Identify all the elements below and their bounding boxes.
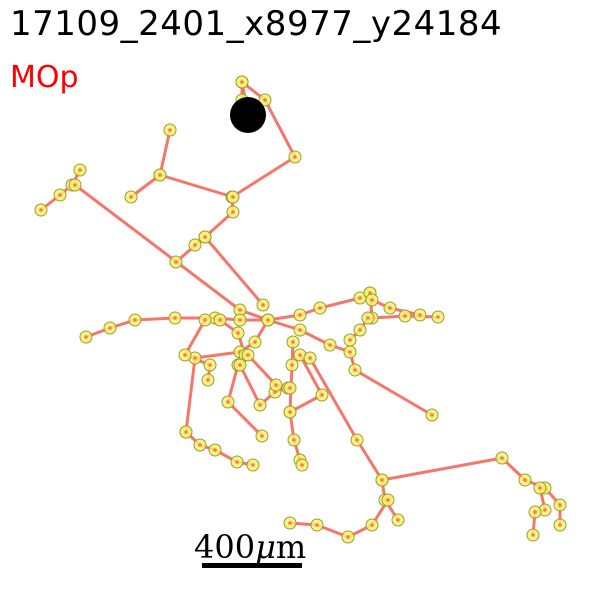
brain-region-label: MOp [10, 60, 79, 95]
neurite-node-center [84, 335, 88, 339]
neurite-node-center [133, 318, 137, 322]
neurite-branch [39, 168, 82, 212]
neurite-node-center [430, 413, 434, 417]
neurite-node-center [298, 313, 302, 317]
neurite-node-center [358, 296, 362, 300]
neurite-node-center [238, 308, 242, 312]
neurite-node-center [533, 510, 537, 514]
neurite-node-center [261, 303, 265, 307]
neurite-node-center [558, 523, 562, 527]
neurite-node-center [291, 340, 295, 344]
neurite-node-center [320, 393, 324, 397]
neurite-node-center [366, 316, 370, 320]
neurite-node-center [203, 235, 207, 239]
neurite-node-center [238, 318, 242, 322]
neurite-node-center [380, 478, 384, 482]
neurite-node-center [158, 173, 162, 177]
neurite-node-center [78, 168, 82, 172]
neurite-node-center [253, 340, 257, 344]
neurite-node-center [173, 316, 177, 320]
neurite-node-center [318, 306, 322, 310]
neurite-node-center [353, 368, 357, 372]
neurite-node-center [290, 363, 294, 367]
neurite-branch [158, 128, 235, 199]
neurite-node-center [418, 313, 422, 317]
neurite-node-center [531, 533, 535, 537]
neurite-node-center [198, 443, 202, 447]
neurite-node-center [263, 98, 267, 102]
scale-bar-label: 400μm [194, 528, 307, 566]
neurite-branch [203, 235, 265, 307]
cell-title: 17109_2401_x8977_y24184 [10, 4, 503, 44]
neurite-node-center [436, 315, 440, 319]
neurite-node-center [129, 195, 133, 199]
neurite-node-center [213, 448, 217, 452]
neurite-node-center [293, 155, 297, 159]
neurite-node-center [266, 318, 270, 322]
neurite-node-center [193, 243, 197, 247]
neurite-node-center [370, 523, 374, 527]
neurite-node-center [235, 460, 239, 464]
neurite-node-center [292, 438, 296, 442]
neurite-node-center [73, 183, 77, 187]
neurite-branch [238, 363, 290, 407]
neurite-node-center [39, 208, 43, 212]
neurite-node-center [258, 403, 262, 407]
neurite-node-center [543, 508, 547, 512]
neurite-node-center [58, 193, 62, 197]
neurite-node-center [538, 486, 542, 490]
neurite-node-center [218, 318, 222, 322]
neurite-node-center [260, 434, 264, 438]
neurite-branch [73, 183, 270, 322]
neurite-node-center [315, 523, 319, 527]
neurite-node-center [168, 128, 172, 132]
neurite-node-center [388, 306, 392, 310]
neurite-node-center [348, 350, 352, 354]
scale-bar [202, 563, 302, 568]
neurite-node-center [523, 478, 527, 482]
neurite-node-center [346, 535, 350, 539]
neurite-node-center [288, 410, 292, 414]
neurite-node-center [246, 353, 250, 357]
neurite-node-center [288, 521, 292, 525]
neurite-node-center [403, 314, 407, 318]
neurite-branch [246, 353, 292, 390]
neurite-node-center [206, 378, 210, 382]
neurite-node-center [226, 400, 230, 404]
neurite-node-center [238, 363, 242, 367]
neurite-node-center [193, 356, 197, 360]
neurite-node-center [348, 338, 352, 342]
neurite-node-center [208, 363, 212, 367]
soma [230, 97, 266, 133]
neurite-node-center [231, 210, 235, 214]
neurite-node-center [298, 328, 302, 332]
neurite-nodes [34, 75, 567, 544]
neurite-node-center [174, 260, 178, 264]
neurite-node-center [358, 328, 362, 332]
neurite-node-center [370, 298, 374, 302]
neurite-node-center [236, 331, 240, 335]
neurite-node-center [355, 438, 359, 442]
neurite-node-center [396, 518, 400, 522]
neurite-node-center [558, 503, 562, 507]
neurite-node-center [274, 383, 278, 387]
neurite-node-center [308, 356, 312, 360]
neurite-node-center [300, 463, 304, 467]
neurite-node-center [240, 80, 244, 84]
neurite-node-center [183, 353, 187, 357]
neurite-node-center [203, 318, 207, 322]
neurite-node-center [298, 353, 302, 357]
neurite-node-center [231, 195, 235, 199]
neurite-node-center [251, 463, 255, 467]
neurite-node-center [500, 456, 504, 460]
neurite-node-center [386, 498, 390, 502]
neurite-node-center [108, 326, 112, 330]
neurite-node-center [184, 430, 188, 434]
neurite-node-center [288, 386, 292, 390]
neurite-node-center [328, 343, 332, 347]
